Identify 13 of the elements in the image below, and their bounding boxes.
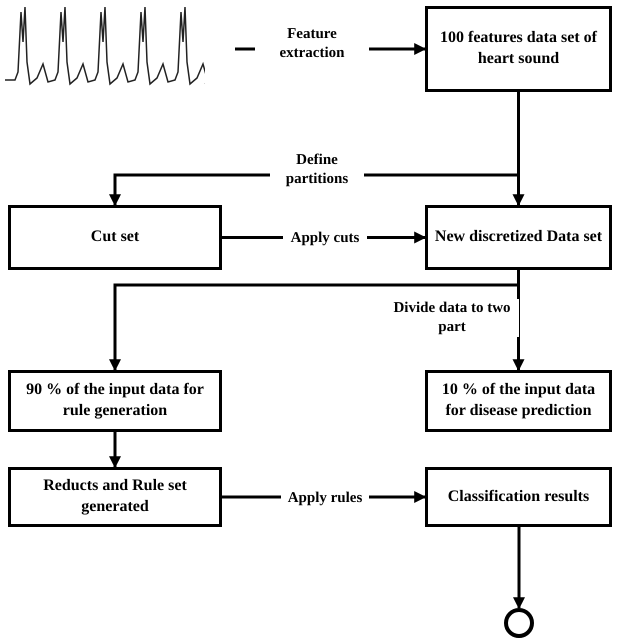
- process-box: 100 features data set of heart sound: [425, 6, 612, 92]
- process-box: New discretized Data set: [425, 205, 612, 270]
- edge-label: Apply cuts: [283, 228, 367, 248]
- process-box: 90 % of the input data for rule generation: [8, 370, 222, 432]
- process-box: Cut set: [8, 205, 222, 270]
- arrow: [109, 432, 121, 468]
- edge-label: Define partitions: [270, 151, 364, 189]
- process-box: Classification results: [425, 467, 612, 527]
- arrow: [513, 527, 525, 610]
- end-circle: [504, 608, 534, 638]
- edge-label: Apply rules: [281, 488, 369, 508]
- process-box: Reducts and Rule set generated: [8, 467, 222, 527]
- process-box: 10 % of the input data for disease prediction: [425, 370, 612, 432]
